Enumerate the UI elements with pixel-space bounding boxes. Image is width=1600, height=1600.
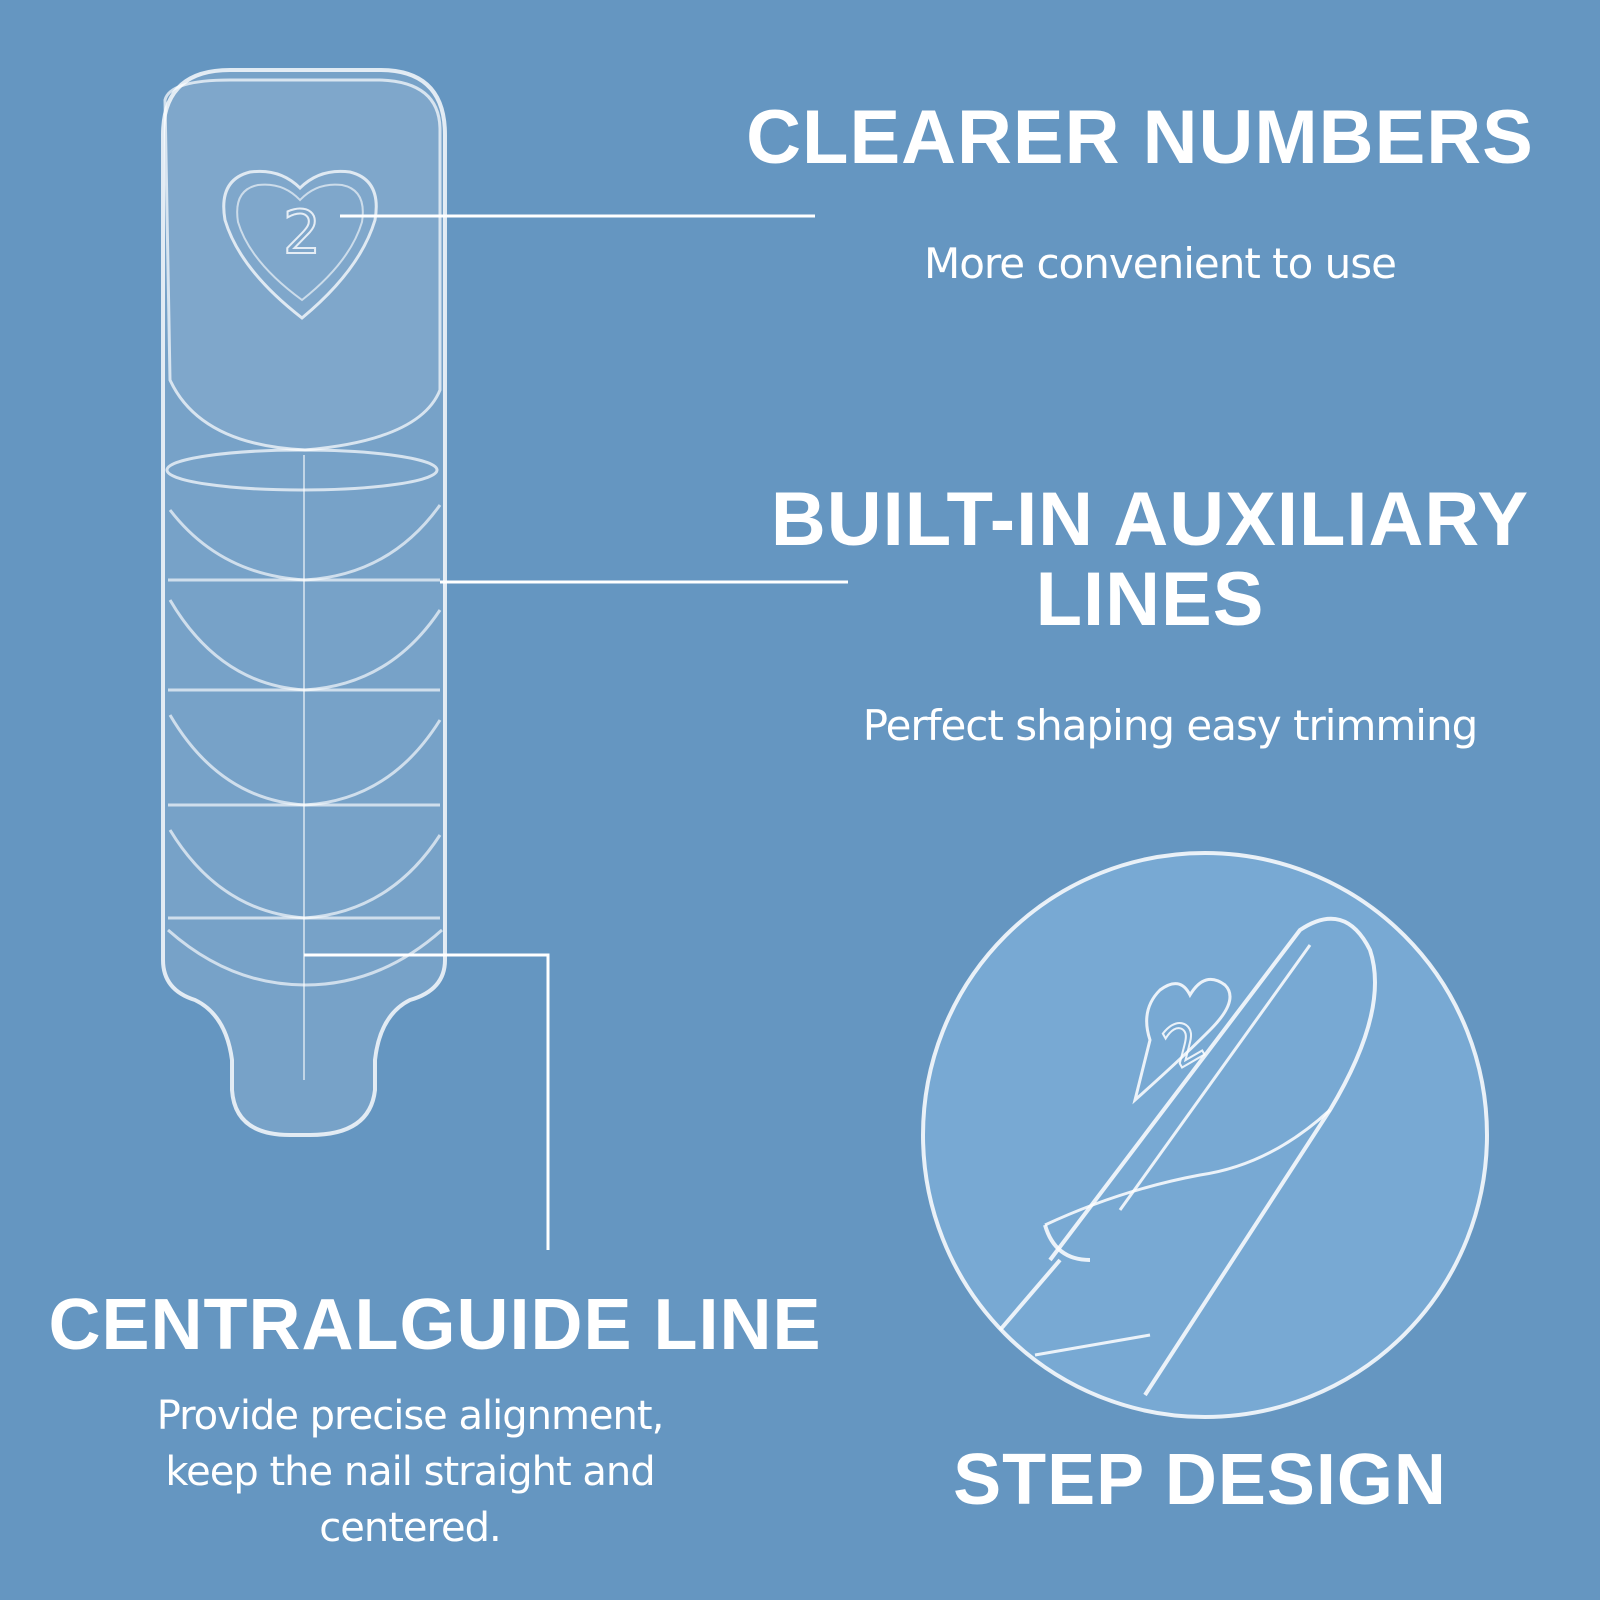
step-design-title: STEP DESIGN: [953, 1440, 1447, 1520]
leader-central: [304, 953, 550, 1250]
nail-bed-pocket: [163, 78, 442, 452]
auxiliary-lines-title-line1: BUILT-IN AUXILIARY: [770, 477, 1530, 562]
central-guide-subtitle-line2: keep the nail straight and: [165, 1449, 655, 1495]
nail-number: 2: [282, 197, 322, 269]
auxiliary-lines-title: BUILT-IN AUXILIARY LINES: [730, 480, 1570, 640]
leader-lines: [304, 214, 848, 1250]
central-guide-subtitle-line1: Provide precise alignment,: [156, 1393, 665, 1439]
heart-icon-zoom: [1132, 977, 1232, 1105]
heart-icon: [222, 169, 378, 320]
auxiliary-lines-subtitle: Perfect shaping easy trimming: [862, 701, 1479, 750]
central-guide-subtitle-line3: centered.: [319, 1505, 502, 1551]
clearer-numbers-subtitle: More convenient to use: [924, 239, 1397, 288]
auxiliary-lines: [167, 504, 443, 987]
central-guide-title: CENTRALGUIDE LINE: [48, 1285, 822, 1365]
auxiliary-lines-title-line2: LINES: [1035, 557, 1265, 642]
step-design-zoom: [921, 851, 1489, 1419]
central-guide-subtitle: Provide precise alignment, keep the nail…: [120, 1388, 700, 1556]
clearer-numbers-title: CLEARER NUMBERS: [746, 95, 1534, 180]
nail-form: [161, 68, 447, 1137]
